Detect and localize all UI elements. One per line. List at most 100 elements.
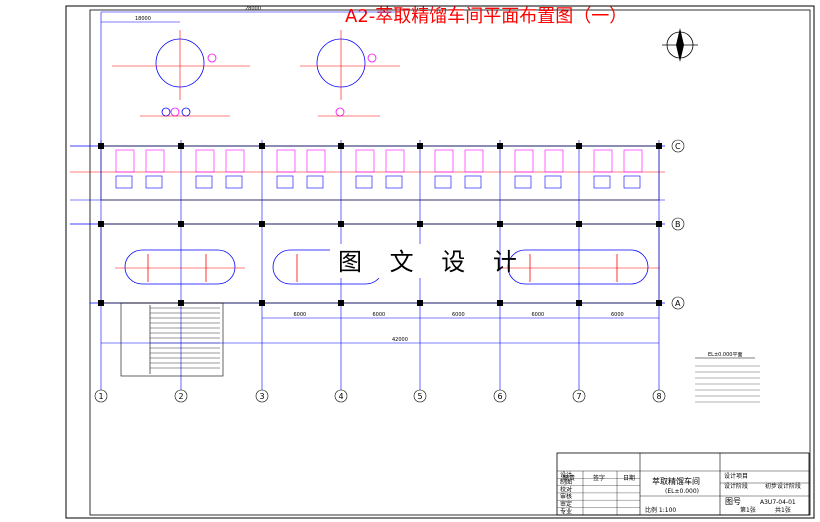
axis-number-3: 3: [260, 392, 265, 401]
equipment-base: [276, 175, 294, 189]
axis-bubble-3: [255, 389, 269, 403]
storage-tank-right: [300, 30, 400, 100]
north-arrow-icon: [662, 28, 698, 62]
drawing-title: A2-萃取精馏车间平面布置图（一）: [345, 6, 627, 27]
horizontal-vessel-right: [500, 249, 660, 285]
tbl-row-label: 审核: [560, 493, 572, 501]
column-post: [178, 221, 184, 227]
scale: 比例 1:100: [645, 506, 676, 514]
tbl-row-label: 校对: [560, 485, 572, 493]
axis-letter-C: C: [675, 142, 681, 151]
axis-number-2: 2: [179, 392, 184, 401]
column-post: [497, 300, 503, 306]
axis-bubble-1: [94, 389, 108, 403]
storage-tank-left: [112, 30, 250, 100]
column-post: [178, 143, 184, 149]
axis-number-5: 5: [418, 392, 423, 401]
axis-bubble-6: [493, 389, 507, 403]
axis-bubble-2: [174, 389, 188, 403]
overlay-background: [330, 244, 492, 278]
equipment-tile: [225, 149, 245, 173]
column-post: [98, 143, 104, 149]
pump-group: [140, 107, 380, 117]
column-post: [497, 143, 503, 149]
axis-number-4: 4: [339, 392, 344, 401]
column-post: [338, 221, 344, 227]
tbl-row-label: 专业: [560, 507, 572, 515]
drawing-name: 萃取精馏车间: [652, 476, 700, 486]
outer-frame: [65, 5, 815, 519]
equipment-tile: [115, 149, 135, 173]
tbl-header-3: 日期: [623, 474, 635, 482]
column-post: [259, 143, 265, 149]
drawing-sub: (EL±0.000): [665, 488, 699, 495]
equipment-tile: [355, 149, 375, 173]
column-post: [259, 221, 265, 227]
axis-number-1: 1: [99, 392, 104, 401]
axis-bubble-7: [572, 389, 586, 403]
column-post: [576, 221, 582, 227]
tbl-row-label: 设计: [560, 471, 572, 479]
equipment-tile: [276, 149, 296, 173]
equipment-tile: [464, 149, 484, 173]
equipment-tile: [385, 149, 405, 173]
axis-bubble-B: [671, 217, 685, 231]
bay-dimension-4: 6000: [532, 312, 545, 318]
equipment-row: [115, 149, 643, 189]
axis-number-6: 6: [498, 392, 503, 401]
tbl-row-label: 制图: [560, 478, 572, 486]
axis-bubble-C: [671, 139, 685, 153]
axis-bubble-8: [652, 389, 666, 403]
equipment-tile: [145, 149, 165, 173]
column-post: [656, 300, 662, 306]
equipment-base: [593, 175, 611, 189]
equipment-base: [434, 175, 452, 189]
equipment-tile: [593, 149, 613, 173]
drawing-no: A3U7-04-01: [760, 499, 796, 506]
equipment-base: [145, 175, 163, 189]
equipment-base: [464, 175, 482, 189]
column-post: [338, 143, 344, 149]
tag-project: 设计项目: [724, 472, 748, 480]
column-post: [98, 300, 104, 306]
top-dimension-2: 18000: [135, 16, 151, 22]
axis-bubble-A: [671, 296, 685, 310]
staircase: [120, 302, 224, 377]
equipment-base: [385, 175, 403, 189]
equipment-tile: [544, 149, 564, 173]
equipment-base: [115, 175, 133, 189]
legend-block: EL±0.000平面: [695, 352, 760, 403]
column-post: [576, 300, 582, 306]
equipment-base: [544, 175, 562, 189]
equipment-base: [355, 175, 373, 189]
column-post: [497, 221, 503, 227]
column-grid: [98, 140, 662, 395]
column-post: [417, 143, 423, 149]
sheet-total: 共1张: [775, 506, 791, 514]
sheet-number: 第1张: [740, 506, 756, 514]
drawing-no-label: 图号: [725, 497, 741, 506]
tag-stage: 设计阶段: [724, 482, 748, 490]
axis-letter-A: A: [675, 299, 681, 308]
equipment-base: [306, 175, 324, 189]
bay-dimension-5: 6000: [611, 312, 624, 318]
tbl-row-label: 审定: [560, 500, 572, 508]
top-dimension-1: 28000: [245, 6, 261, 12]
axis-number-7: 7: [577, 392, 582, 401]
total-dimension: 42000: [392, 337, 408, 343]
equipment-tile: [514, 149, 534, 173]
inner-frame: [89, 9, 811, 516]
column-post: [656, 143, 662, 149]
overlay-text: 图 文 设 计: [338, 248, 527, 276]
equipment-tile: [434, 149, 454, 173]
horizontal-vessel-left: [115, 249, 245, 285]
bay-dimension-1: 6000: [294, 312, 307, 318]
column-post: [656, 221, 662, 227]
equipment-base: [225, 175, 243, 189]
axis-number-8: 8: [657, 392, 662, 401]
axis-letter-B: B: [675, 220, 681, 229]
column-post: [98, 221, 104, 227]
